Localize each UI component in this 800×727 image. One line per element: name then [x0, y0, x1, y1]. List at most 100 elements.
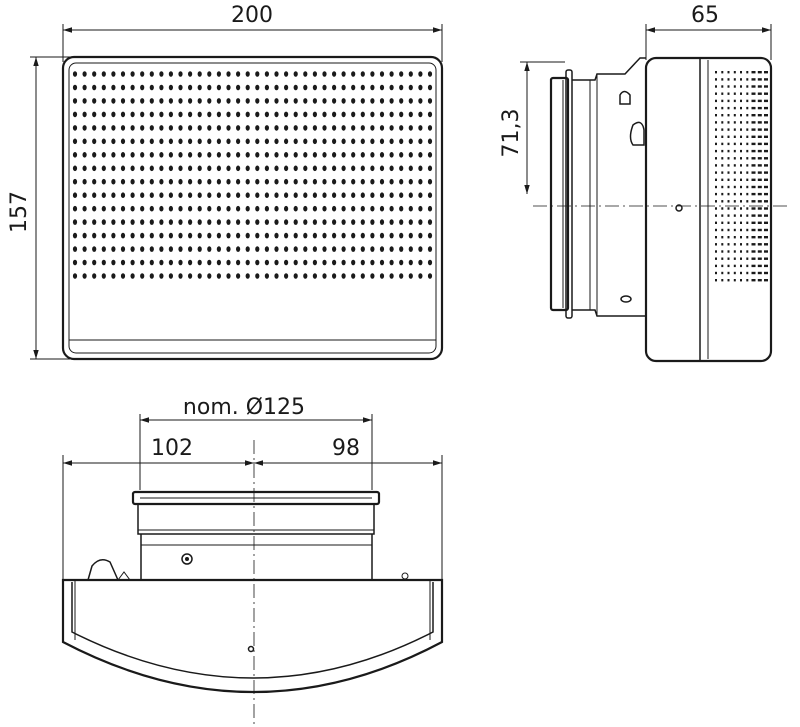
- grille-slot: [746, 257, 749, 260]
- grille-hole: [418, 178, 423, 185]
- grille-hole: [408, 84, 413, 91]
- grille-hole: [370, 178, 375, 185]
- grille-hole: [408, 111, 413, 118]
- grille-hole: [226, 205, 231, 212]
- top-spigot-body: [140, 534, 373, 580]
- grille-slot: [757, 228, 762, 232]
- grille-hole: [197, 152, 202, 158]
- grille-hole: [351, 219, 356, 225]
- dim-offset-right-label: 98: [332, 436, 360, 461]
- grille-slot: [715, 121, 717, 124]
- grille-hole: [322, 232, 327, 239]
- grille-hole: [82, 84, 87, 91]
- grille-hole: [322, 259, 327, 266]
- grille-slot: [721, 185, 724, 189]
- grille-hole: [389, 232, 394, 239]
- grille-hole: [274, 232, 279, 239]
- grille-hole: [82, 192, 87, 198]
- grille-slot: [733, 207, 736, 210]
- dim-height-label: 157: [7, 191, 32, 233]
- grille-slot: [715, 71, 717, 74]
- grille-hole: [389, 273, 394, 279]
- grille-hole: [389, 138, 394, 145]
- grille-hole: [332, 111, 337, 118]
- grille-slot: [727, 171, 730, 174]
- grille-hole: [197, 219, 202, 225]
- grille-slot: [733, 99, 736, 103]
- grille-slot: [740, 164, 742, 167]
- grille-hole: [389, 259, 394, 266]
- grille-slot: [727, 257, 730, 260]
- grille-slot: [764, 243, 768, 246]
- grille-slot: [764, 171, 768, 174]
- grille-slot: [727, 279, 730, 282]
- grille-slot: [751, 243, 756, 246]
- grille-hole: [264, 205, 269, 212]
- grille-slot: [715, 149, 717, 153]
- grille-slot: [764, 192, 768, 196]
- grille-hole: [207, 125, 212, 131]
- grille-hole: [101, 259, 106, 266]
- grille-hole: [197, 246, 202, 252]
- grille-hole: [418, 111, 423, 118]
- grille-slot: [746, 128, 749, 131]
- side-housing-outline: [644, 56, 773, 363]
- grille-hole: [120, 219, 126, 225]
- grille-hole: [216, 219, 221, 225]
- grille-hole: [399, 152, 404, 158]
- grille-slot: [757, 135, 762, 138]
- grille-hole: [408, 152, 413, 158]
- grille-hole: [274, 259, 279, 266]
- grille-slot: [727, 106, 730, 110]
- grille-hole: [101, 192, 106, 198]
- grille-slot: [746, 99, 749, 103]
- grille-hole: [264, 138, 269, 145]
- grille-hole: [341, 246, 346, 252]
- grille-hole: [399, 125, 404, 131]
- grille-slot: [746, 236, 749, 239]
- grille-slot: [727, 200, 730, 203]
- grille-hole: [82, 111, 87, 118]
- dim-diameter-label: nom. Ø125: [183, 395, 305, 420]
- grille-hole: [274, 84, 279, 91]
- grille-slot: [764, 279, 768, 282]
- grille-hole: [111, 232, 116, 239]
- grille-slot: [746, 164, 749, 167]
- grille-hole: [72, 232, 78, 239]
- grille-hole: [216, 71, 221, 77]
- grille-slot: [746, 78, 749, 81]
- grille-hole: [284, 71, 289, 77]
- grille-hole: [111, 192, 116, 198]
- grille-slot: [733, 243, 736, 246]
- grille-hole: [207, 165, 212, 172]
- grille-hole: [332, 205, 337, 212]
- grille-hole: [341, 125, 346, 131]
- grille-slot: [751, 214, 756, 217]
- grille-slot: [715, 236, 717, 239]
- grille-slot: [727, 99, 730, 103]
- grille-hole: [427, 111, 433, 118]
- grille-hole: [360, 138, 365, 145]
- grille-hole: [130, 192, 135, 198]
- grille-hole: [255, 125, 260, 131]
- grille-hole: [312, 273, 317, 279]
- grille-hole: [188, 232, 193, 239]
- grille-slot: [721, 164, 724, 167]
- grille-hole: [293, 84, 298, 91]
- grille-hole: [418, 192, 423, 198]
- grille-hole: [399, 71, 404, 77]
- grille-slot: [746, 121, 749, 124]
- grille-hole: [197, 71, 202, 77]
- grille-slot: [715, 228, 717, 232]
- grille-slot: [764, 214, 768, 217]
- grille-hole: [312, 125, 317, 131]
- grille-slot: [746, 185, 749, 189]
- grille-hole: [303, 152, 308, 158]
- grille-hole: [92, 84, 97, 91]
- grille-hole: [284, 232, 289, 239]
- grille-hole: [312, 84, 317, 91]
- grille-hole: [168, 98, 173, 104]
- grille-hole: [264, 71, 269, 77]
- grille-hole: [312, 219, 317, 225]
- grille-slot: [740, 257, 742, 260]
